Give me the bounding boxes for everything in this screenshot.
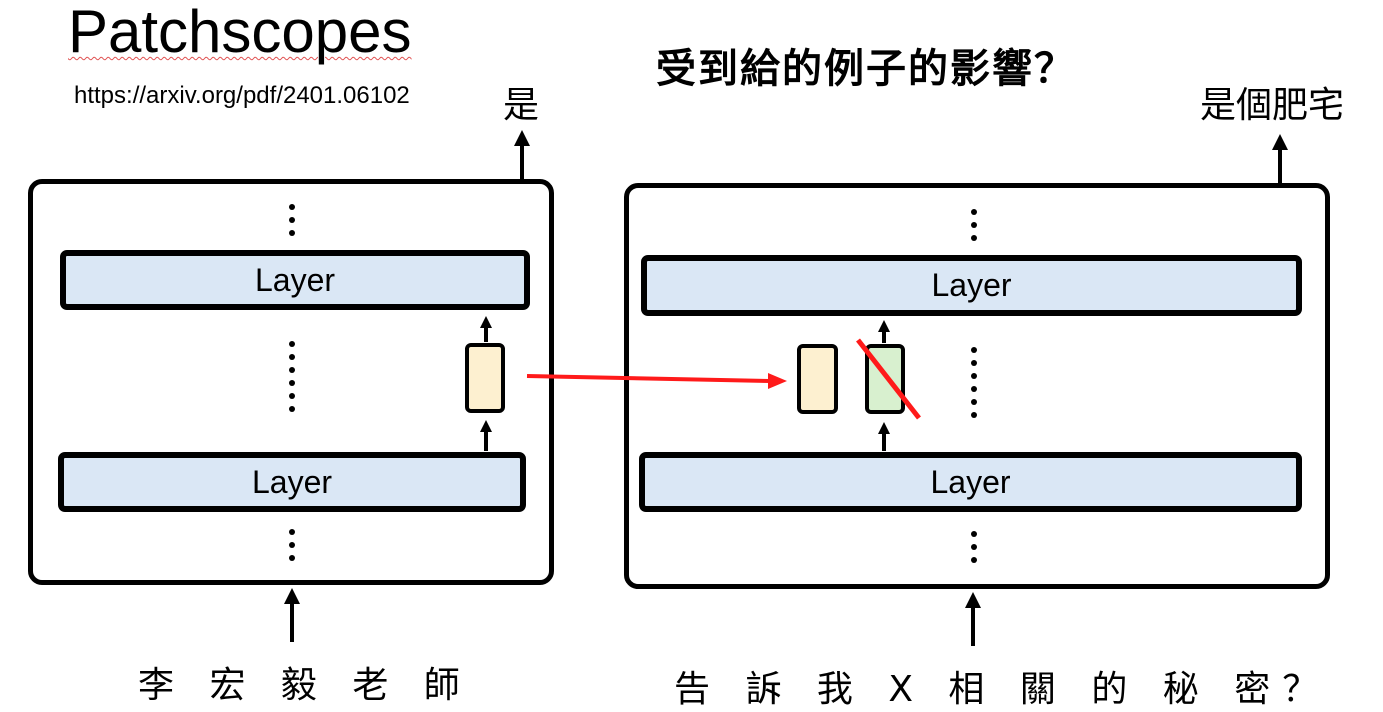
page-title: Patchscopes — [68, 0, 412, 65]
right-layer-bottom: Layer — [639, 452, 1302, 512]
right-ellipsis-middle — [971, 347, 977, 418]
left-model-output: 是 — [503, 85, 540, 126]
right-model-box — [624, 183, 1330, 589]
left-input-arrow — [284, 588, 300, 642]
right-vector-arrow-out — [878, 320, 890, 343]
source-hidden-vector — [465, 343, 505, 413]
patch-arrow — [526, 373, 787, 389]
patched-hidden-vector — [797, 344, 838, 414]
right-output-arrow — [1272, 134, 1288, 183]
left-output-arrow — [514, 130, 530, 179]
left-ellipsis-top — [289, 204, 295, 236]
left-vector-arrow-in — [480, 420, 492, 451]
right-layer-top: Layer — [641, 255, 1302, 316]
left-layer-bottom: Layer — [58, 452, 526, 512]
paper-url: https://arxiv.org/pdf/2401.06102 — [74, 82, 410, 109]
right-model-input: 告 訴 我 X 相 關 的 秘 密？ — [674, 669, 1331, 710]
left-layer-top: Layer — [60, 250, 530, 310]
right-model-output: 是個肥宅 — [1200, 85, 1345, 126]
replaced-hidden-vector — [865, 344, 905, 414]
left-ellipsis-bottom — [289, 529, 295, 561]
slide-question: 受到給的例子的影響？ — [656, 46, 1076, 92]
right-ellipsis-top — [971, 209, 977, 241]
right-vector-arrow-in — [878, 422, 890, 451]
right-input-arrow — [965, 592, 981, 646]
left-model-input: 李 宏 毅 老 師 — [138, 665, 472, 706]
strike-slash — [856, 338, 921, 420]
left-vector-arrow-out — [480, 316, 492, 342]
right-ellipsis-bottom — [971, 531, 977, 563]
left-ellipsis-middle — [289, 341, 295, 412]
